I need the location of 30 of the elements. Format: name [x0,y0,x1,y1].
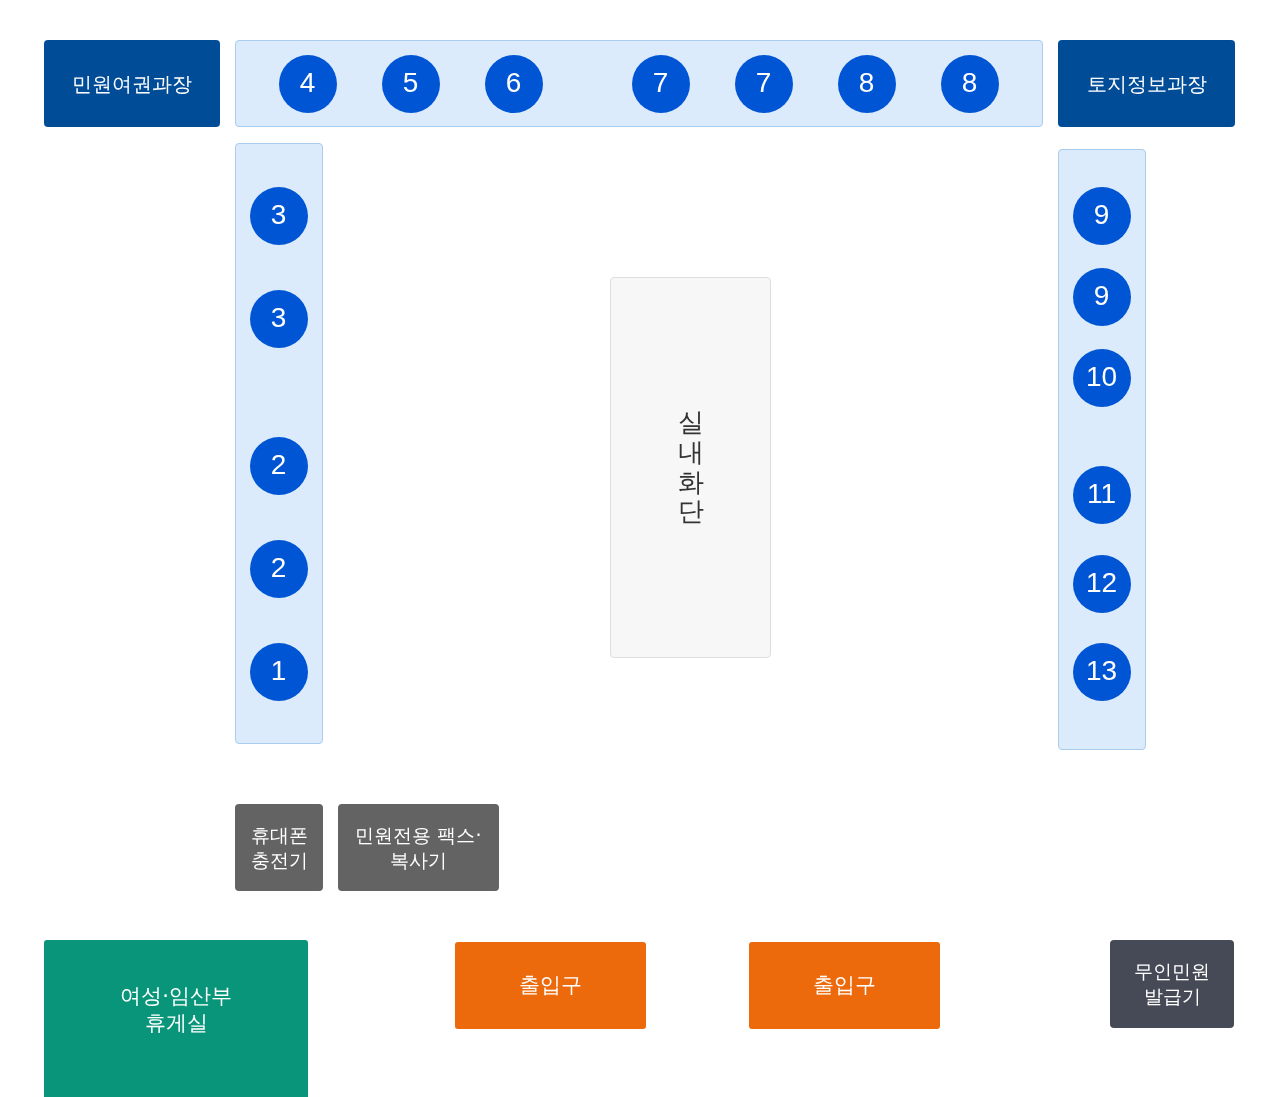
counter-number: 7 [734,54,793,113]
planter-box: 실내화단 [610,277,771,658]
counter-number: 2 [249,539,308,598]
counter-number: 9 [1072,186,1131,245]
counter-number: 10 [1072,348,1131,407]
counter-number: 3 [249,186,308,245]
counter-number: 9 [1072,267,1131,326]
counter-number: 11 [1072,465,1131,524]
counter-band [235,143,323,744]
device-box: 휴대폰 충전기 [235,804,323,891]
counter-number: 3 [249,289,308,348]
counter-number: 7 [631,54,690,113]
counter-number: 8 [940,54,999,113]
counter-number: 12 [1072,554,1131,613]
device-box: 민원전용 팩스·복사기 [338,804,499,891]
counter-number: 1 [249,642,308,701]
entrance-box: 출입구 [455,942,646,1029]
office-box: 민원여권과장 [44,40,220,127]
kiosk-box: 무인민원 발급기 [1110,940,1234,1028]
counter-number: 13 [1072,642,1131,701]
counter-band [235,40,1043,127]
counter-number: 5 [381,54,440,113]
entrance-box: 출입구 [749,942,940,1029]
counter-number: 8 [837,54,896,113]
counter-number: 2 [249,436,308,495]
counter-band [1058,149,1146,750]
lounge-box: 여성·임산부 휴게실 [44,940,308,1097]
office-box: 토지정보과장 [1058,40,1235,127]
counter-number: 4 [278,54,337,113]
counter-number: 6 [484,54,543,113]
